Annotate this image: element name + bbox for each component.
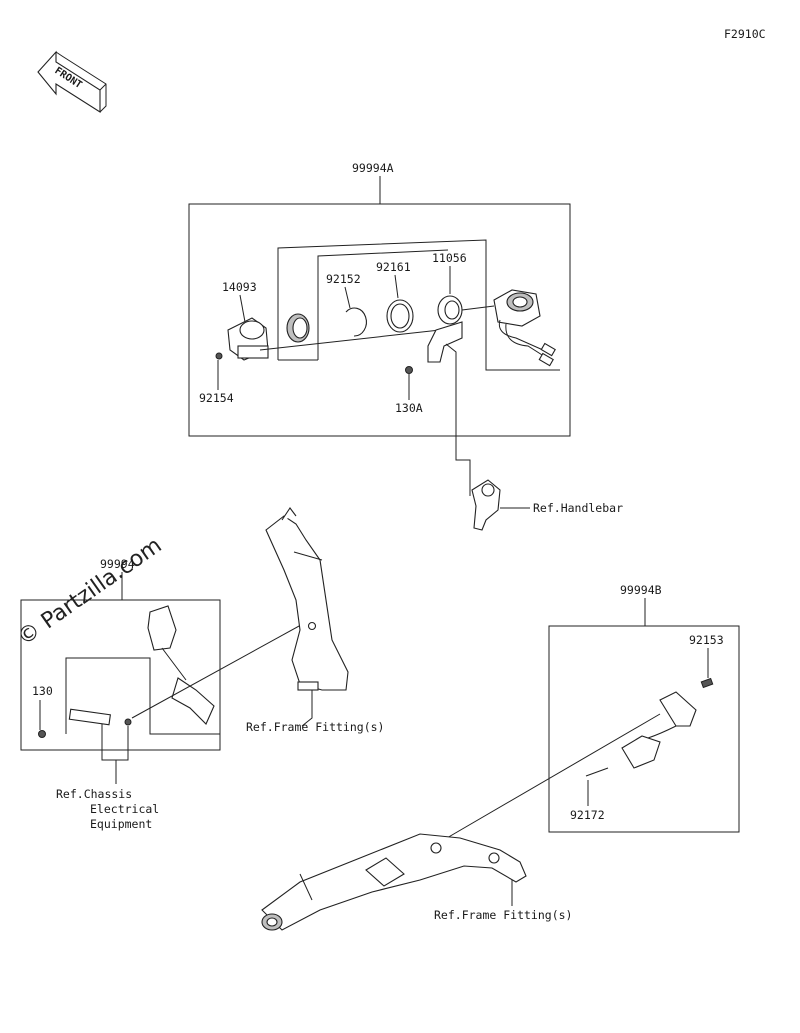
frame-fitting-lower (261, 833, 527, 931)
figure-code: F2910C (724, 27, 766, 41)
ring-part (286, 313, 310, 343)
screw-130a-icon (405, 366, 413, 374)
callout-92152: 92152 (326, 272, 361, 286)
callout-14093: 14093 (222, 280, 257, 294)
ref-frame-fitting-2: Ref.Frame Fitting(s) (434, 908, 572, 922)
handlebar-bracket-part (471, 479, 501, 531)
ref-chassis-3: Equipment (90, 817, 152, 831)
screw-92154-icon (215, 352, 223, 360)
part-14093 (227, 317, 269, 361)
kit-99994a-box (188, 203, 571, 437)
relay-part (621, 691, 697, 769)
kit-99994-box (20, 599, 221, 751)
kit-99994a-inner (277, 239, 560, 371)
bolt-92172-icon (585, 767, 609, 777)
callout-11056: 11056 (432, 251, 467, 265)
power-socket-part (493, 289, 556, 367)
callout-92154: 92154 (199, 391, 234, 405)
screw-plate-icon (124, 718, 132, 726)
callout-99994: 99994 (100, 557, 135, 571)
screw-130-icon (38, 730, 46, 738)
front-arrow-icon: FRONT (37, 50, 107, 114)
callout-130a: 130A (395, 401, 423, 415)
plate-part (68, 708, 111, 726)
callout-92153: 92153 (689, 633, 724, 647)
ref-chassis-1: Ref.Chassis (56, 787, 132, 801)
watermark: © Partzilla.com (13, 533, 166, 651)
fuse-part (147, 605, 215, 725)
callout-99994b: 99994B (620, 583, 662, 597)
screw-92153-icon (700, 677, 714, 689)
callout-130: 130 (32, 684, 53, 698)
ref-handlebar: Ref.Handlebar (533, 501, 623, 515)
kit-99994b-box (548, 625, 740, 833)
part-92152 (345, 307, 367, 337)
ref-frame-fitting-1: Ref.Frame Fitting(s) (246, 720, 384, 734)
callout-99994a: 99994A (352, 161, 394, 175)
ref-chassis-2: Electrical (90, 802, 159, 816)
part-11056 (427, 295, 463, 363)
frame-fitting-upper (265, 507, 349, 691)
callout-92161: 92161 (376, 260, 411, 274)
part-92161 (386, 299, 414, 333)
callout-92172: 92172 (570, 808, 605, 822)
